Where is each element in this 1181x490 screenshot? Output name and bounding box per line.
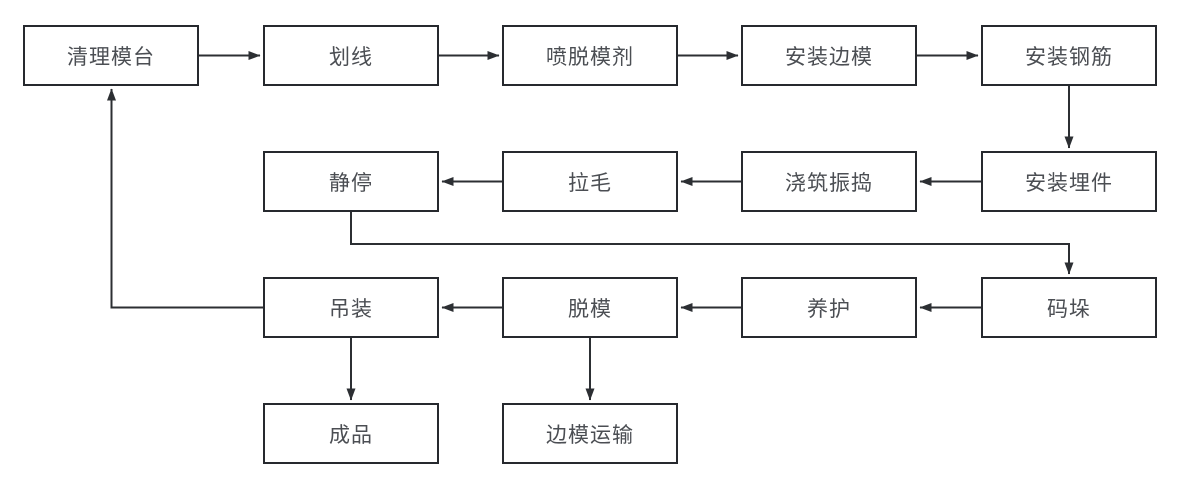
- node-spray-release-agent: 喷脱模剂: [502, 25, 678, 86]
- node-roughen-surface: 拉毛: [502, 151, 678, 212]
- node-pour-and-vibrate: 浇筑振捣: [741, 151, 917, 212]
- node-demolding: 脱模: [502, 277, 678, 338]
- connector-rest-curing-to-stacking: [350, 212, 1074, 275]
- node-finished-product: 成品: [263, 403, 439, 464]
- node-install-rebar: 安装钢筋: [981, 25, 1157, 86]
- node-rest-curing: 静停: [263, 151, 439, 212]
- node-install-embeds: 安装埋件: [981, 151, 1157, 212]
- node-stacking: 码垛: [981, 277, 1157, 338]
- node-scribe-lines: 划线: [263, 25, 439, 86]
- node-hoisting: 吊装: [263, 277, 439, 338]
- node-install-side-forms: 安装边模: [741, 25, 917, 86]
- node-side-form-transport: 边模运输: [502, 403, 678, 464]
- node-clean-mold-table: 清理模台: [23, 25, 199, 86]
- connector-hoisting-to-clean-mold-table: [107, 88, 263, 309]
- node-curing: 养护: [741, 277, 917, 338]
